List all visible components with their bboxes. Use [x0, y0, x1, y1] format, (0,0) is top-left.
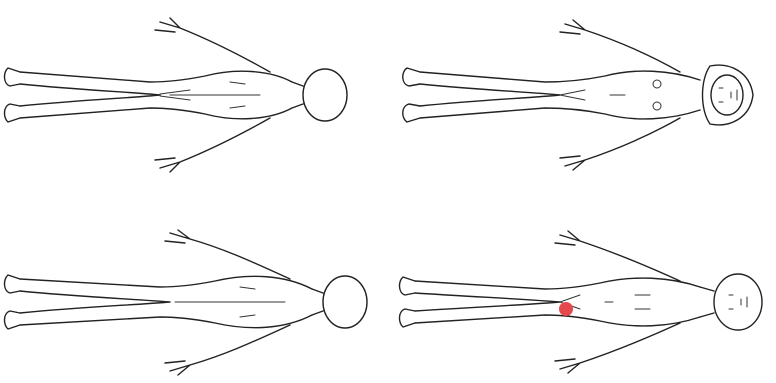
pain-location-marker: [559, 302, 573, 316]
male-back-figure: [0, 225, 370, 383]
female-front-figure: [395, 10, 765, 180]
male-front-figure: [395, 225, 770, 383]
female-back-figure: [0, 10, 360, 180]
